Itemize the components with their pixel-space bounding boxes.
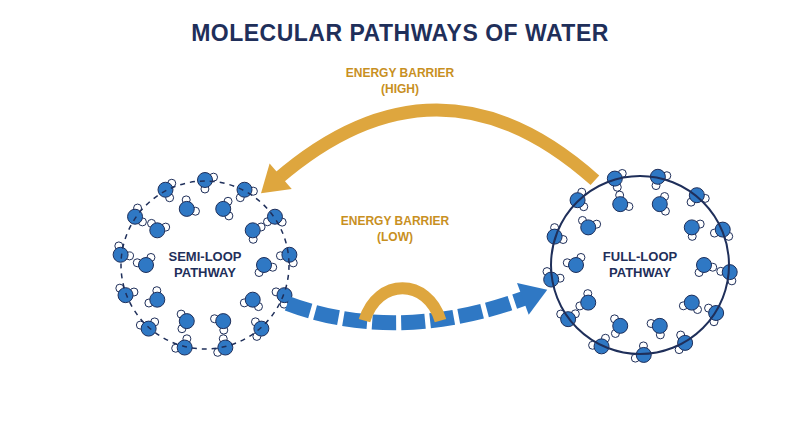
water-molecule: [133, 253, 155, 272]
pathway-arrow: [287, 283, 547, 323]
water-molecule: [214, 335, 233, 357]
water-molecule: [576, 290, 596, 310]
water-molecule: [679, 295, 701, 313]
water-molecule: [236, 182, 257, 201]
water-molecule: [148, 219, 170, 237]
barrier-label: ENERGY BARRIER (HIGH): [330, 66, 470, 97]
water-molecule: [158, 179, 176, 201]
pathway-label: SEMI-LOOP PATHWAY: [159, 249, 251, 280]
water-molecule: [695, 258, 717, 277]
water-molecule: [211, 314, 231, 334]
barrier-label: ENERGY BARRIER (LOW): [325, 214, 465, 245]
water-molecule: [276, 247, 297, 267]
water-molecule: [611, 315, 628, 338]
water-molecule: [198, 173, 218, 193]
water-molecule: [240, 292, 262, 310]
water-molecule: [647, 318, 667, 338]
barrier-hump: [364, 288, 440, 320]
pathway-circle: FULL-LOOP PATHWAY: [550, 175, 730, 355]
diagram-title: MOLECULAR PATHWAYS OF WATER: [0, 20, 800, 47]
water-molecule: [177, 310, 194, 333]
water-molecule: [563, 253, 585, 272]
water-molecule: [145, 287, 165, 307]
pathway-label: FULL-LOOP PATHWAY: [594, 249, 686, 280]
water-molecule: [652, 193, 669, 216]
water-molecule: [684, 220, 704, 240]
water-molecule: [613, 191, 633, 211]
water-molecule: [255, 258, 277, 277]
water-molecule: [631, 342, 651, 362]
water-molecule: [116, 284, 138, 302]
pathway-circle: SEMI-LOOP PATHWAY: [120, 180, 290, 350]
water-molecule: [245, 223, 265, 243]
pathway-arrow: [261, 110, 595, 193]
water-molecule: [179, 196, 199, 216]
water-molecule: [264, 209, 287, 226]
water-molecule: [172, 335, 192, 355]
water-molecule: [128, 204, 147, 226]
water-molecule: [578, 216, 600, 234]
water-molecule: [216, 197, 233, 220]
